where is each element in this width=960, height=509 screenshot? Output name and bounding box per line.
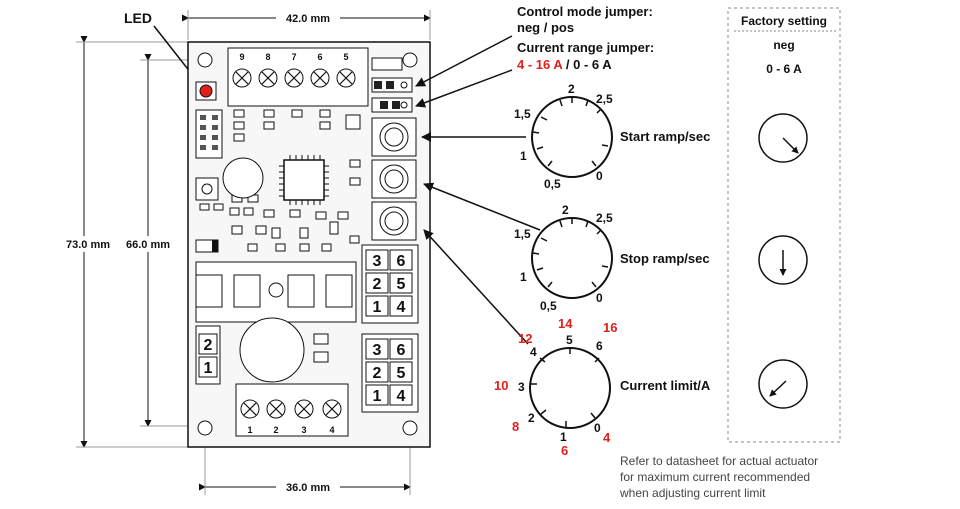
- note-line-2: for maximum current recommended: [620, 470, 810, 484]
- dim-width-bottom-bg: [276, 478, 340, 496]
- current-range-title: Current range jumper:: [517, 40, 654, 55]
- led-label: LED: [124, 10, 152, 26]
- factory-title: Factory setting: [741, 14, 827, 28]
- connector-b: 3 6 2 5 1 4: [361, 333, 419, 413]
- dial-stop-ramp: 2 2,5 1,5 1 0,5 0: [514, 203, 613, 313]
- factory-dial-stop-ramp: [758, 235, 808, 285]
- dial-tick-label: 0: [596, 291, 603, 305]
- arrow-control-mode: [415, 35, 513, 87]
- dial-tick-label: 0: [594, 421, 601, 435]
- microcontroller-chip: [283, 159, 325, 201]
- arrow-current-range: [415, 69, 513, 108]
- connector-c: 2 1: [195, 325, 221, 385]
- mount-hole-tr: [402, 52, 418, 68]
- dial-current-limit-label: Current limit/A: [620, 378, 711, 393]
- dial-tick-label: 0: [596, 169, 603, 183]
- factory-panel: [727, 7, 841, 443]
- dial-tick-label: 1: [520, 270, 527, 284]
- terminal-label: 3: [301, 425, 306, 435]
- dim-height-inner: 66.0 mm: [126, 239, 170, 251]
- dial-start-ramp: 2 2,5 1,5 1 0,5 0: [514, 82, 613, 191]
- dial-tick-label: 5: [566, 333, 573, 347]
- pin-label: 3: [373, 253, 382, 270]
- pin-label: 6: [397, 253, 406, 270]
- pin-label: 2: [373, 276, 382, 293]
- terminal-label: 5: [343, 52, 348, 62]
- pin-header: [195, 109, 223, 159]
- pin-label: 5: [397, 276, 406, 293]
- pin-label: 5: [397, 365, 406, 382]
- dim-width-bottom: 36.0 mm: [286, 482, 330, 494]
- pin-label: 1: [204, 360, 213, 377]
- dial-tick-label: 2: [562, 203, 569, 217]
- pin-label: 2: [204, 337, 213, 354]
- smd-components: [199, 109, 361, 252]
- factory-dial-current-limit: [758, 359, 808, 409]
- dial-tick-label: 2,5: [596, 92, 613, 106]
- factory-range: 0 - 6 A: [766, 62, 802, 76]
- led-indicator: [199, 84, 213, 98]
- pin-label: 1: [373, 299, 382, 316]
- dial-tick-label: 1: [560, 430, 567, 444]
- factory-mode: neg: [773, 38, 794, 52]
- arrow-stop-ramp: [423, 182, 541, 231]
- dial-stop-ramp-label: Stop ramp/sec: [620, 251, 710, 266]
- control-mode-title: Control mode jumper:: [517, 4, 653, 19]
- pin-label: 4: [397, 299, 406, 316]
- terminal-label: 7: [291, 52, 296, 62]
- mount-hole-tl: [197, 52, 213, 68]
- dial-tick-label: 1: [520, 149, 527, 163]
- pin-label: 2: [373, 365, 382, 382]
- terminal-label: 1: [247, 425, 252, 435]
- dial-tick-label: 2: [528, 411, 535, 425]
- arrow-current-limit: [423, 229, 529, 345]
- dial-tick-label: 4: [530, 345, 537, 359]
- terminal-label: 6: [317, 52, 322, 62]
- dial-tick-label-red: 8: [512, 419, 519, 434]
- dial-tick-label: 1,5: [514, 227, 531, 241]
- terminal-label: 8: [265, 52, 270, 62]
- pin-label: 1: [373, 388, 382, 405]
- dim-height-outer: 73.0 mm: [66, 239, 110, 251]
- pin-label: 6: [397, 342, 406, 359]
- capacitor-large: [239, 317, 305, 383]
- terminal-label: 2: [273, 425, 278, 435]
- pin-label: 3: [373, 342, 382, 359]
- dim-height-inner-bg: [122, 236, 178, 252]
- dial-tick-label: 1,5: [514, 107, 531, 121]
- current-range-rest: / 0 - 6 A: [562, 57, 612, 72]
- factory-dial-start-ramp: [758, 113, 808, 163]
- current-range-red: 4 - 16 A: [517, 57, 563, 72]
- dial-tick-label-red: 12: [518, 331, 532, 346]
- dim-width-top: 42.0 mm: [286, 13, 330, 25]
- dim-width-top-bg: [276, 9, 340, 27]
- note-line-3: when adjusting current limit: [619, 486, 766, 500]
- dial-tick-label: 0,5: [540, 299, 557, 313]
- dial-tick-label: 6: [596, 339, 603, 353]
- dial-tick-label: 2,5: [596, 211, 613, 225]
- mount-hole-br: [402, 420, 418, 436]
- dial-tick-label: 0,5: [544, 177, 561, 191]
- dial-current-limit: 5 6 4 3 2 1 0 14 16 12 10 8 6 4: [494, 316, 617, 458]
- terminal-label: 4: [329, 425, 334, 435]
- dial-tick-label-red: 6: [561, 443, 568, 458]
- dial-start-ramp-label: Start ramp/sec: [620, 129, 710, 144]
- mount-hole-bl: [197, 420, 213, 436]
- dial-tick-label-red: 10: [494, 378, 508, 393]
- dim-height-outer-bg: [60, 236, 118, 252]
- current-range-values: 4 - 16 A / 0 - 6 A: [517, 57, 612, 72]
- dial-tick-label: 3: [518, 380, 525, 394]
- dial-tick-label: 2: [568, 82, 575, 96]
- pin-label: 4: [397, 388, 406, 405]
- control-mode-values: neg / pos: [517, 20, 574, 35]
- connector-a: 3 6 2 5 1 4: [361, 244, 419, 324]
- dial-tick-label-red: 16: [603, 320, 617, 335]
- dial-tick-label-red: 14: [558, 316, 573, 331]
- note-line-1: Refer to datasheet for actual actuator: [620, 454, 818, 468]
- terminal-label: 9: [239, 52, 244, 62]
- capacitor-top: [222, 157, 264, 199]
- dial-tick-label-red: 4: [603, 430, 611, 445]
- circuit-board: 9 8 7 6 5: [187, 41, 431, 448]
